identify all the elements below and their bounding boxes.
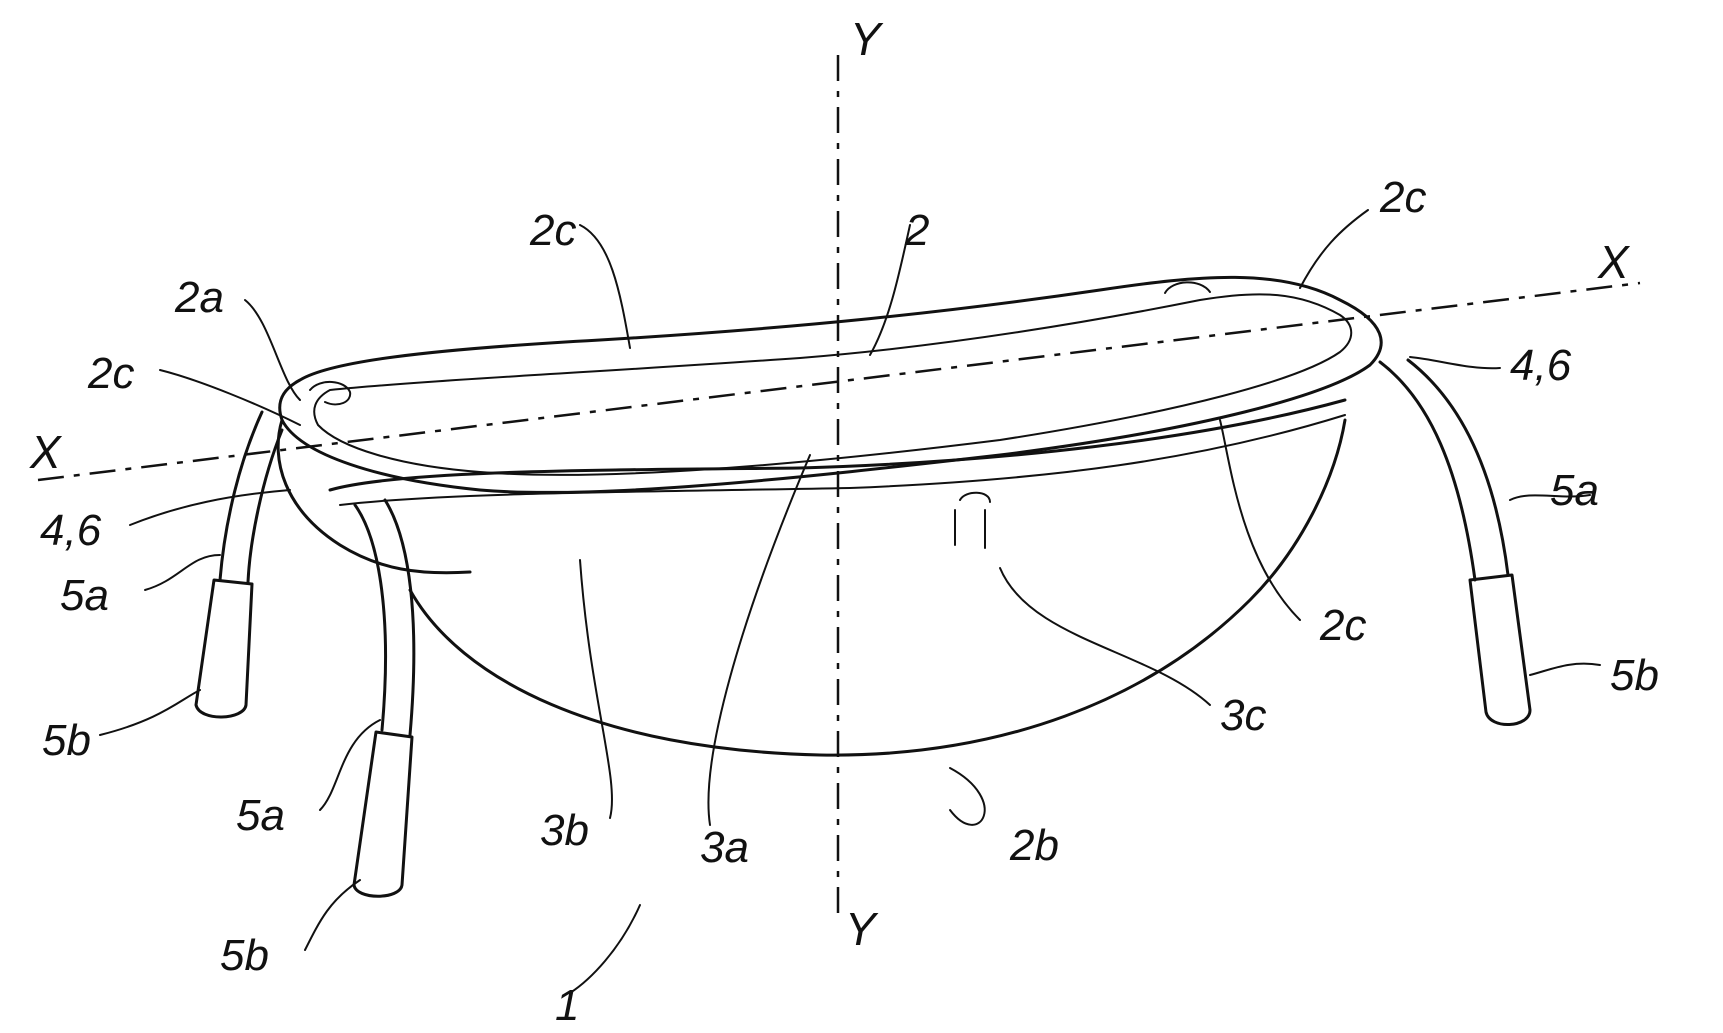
label-2c-right: 2c xyxy=(1319,601,1366,650)
label-46-left: 4,6 xyxy=(40,506,102,555)
label-x-right: X xyxy=(1597,236,1631,288)
tub-body xyxy=(278,400,1345,755)
label-5a-front: 5a xyxy=(236,791,285,840)
label-5a-right: 5a xyxy=(1550,466,1599,515)
label-3c: 3c xyxy=(1220,691,1266,740)
label-2b: 2b xyxy=(1009,821,1059,870)
label-y-top: Y xyxy=(850,13,884,65)
label-1: 1 xyxy=(555,981,579,1030)
label-46-right: 4,6 xyxy=(1510,341,1572,390)
label-3a: 3a xyxy=(700,823,749,872)
label-5b-right: 5b xyxy=(1610,651,1659,700)
leg-front xyxy=(354,500,414,896)
label-2c-top: 2c xyxy=(529,206,576,255)
label-x-left: X xyxy=(29,426,63,478)
label-y-bottom: Y xyxy=(845,903,879,955)
label-5b-left: 5b xyxy=(42,716,91,765)
label-2: 2 xyxy=(904,206,929,255)
label-3b: 3b xyxy=(540,806,589,855)
labels: Y Y X X 2c 2 2c 2a 2c 4,6 4,6 5a 5a 2c 5… xyxy=(29,13,1659,1030)
label-5b-front: 5b xyxy=(220,931,269,980)
label-2c-left: 2c xyxy=(87,349,134,398)
label-5a-left: 5a xyxy=(60,571,109,620)
tub-rim xyxy=(280,277,1381,492)
label-2c-topright: 2c xyxy=(1379,173,1426,222)
leg-right xyxy=(1380,360,1530,725)
label-2a: 2a xyxy=(174,273,224,322)
